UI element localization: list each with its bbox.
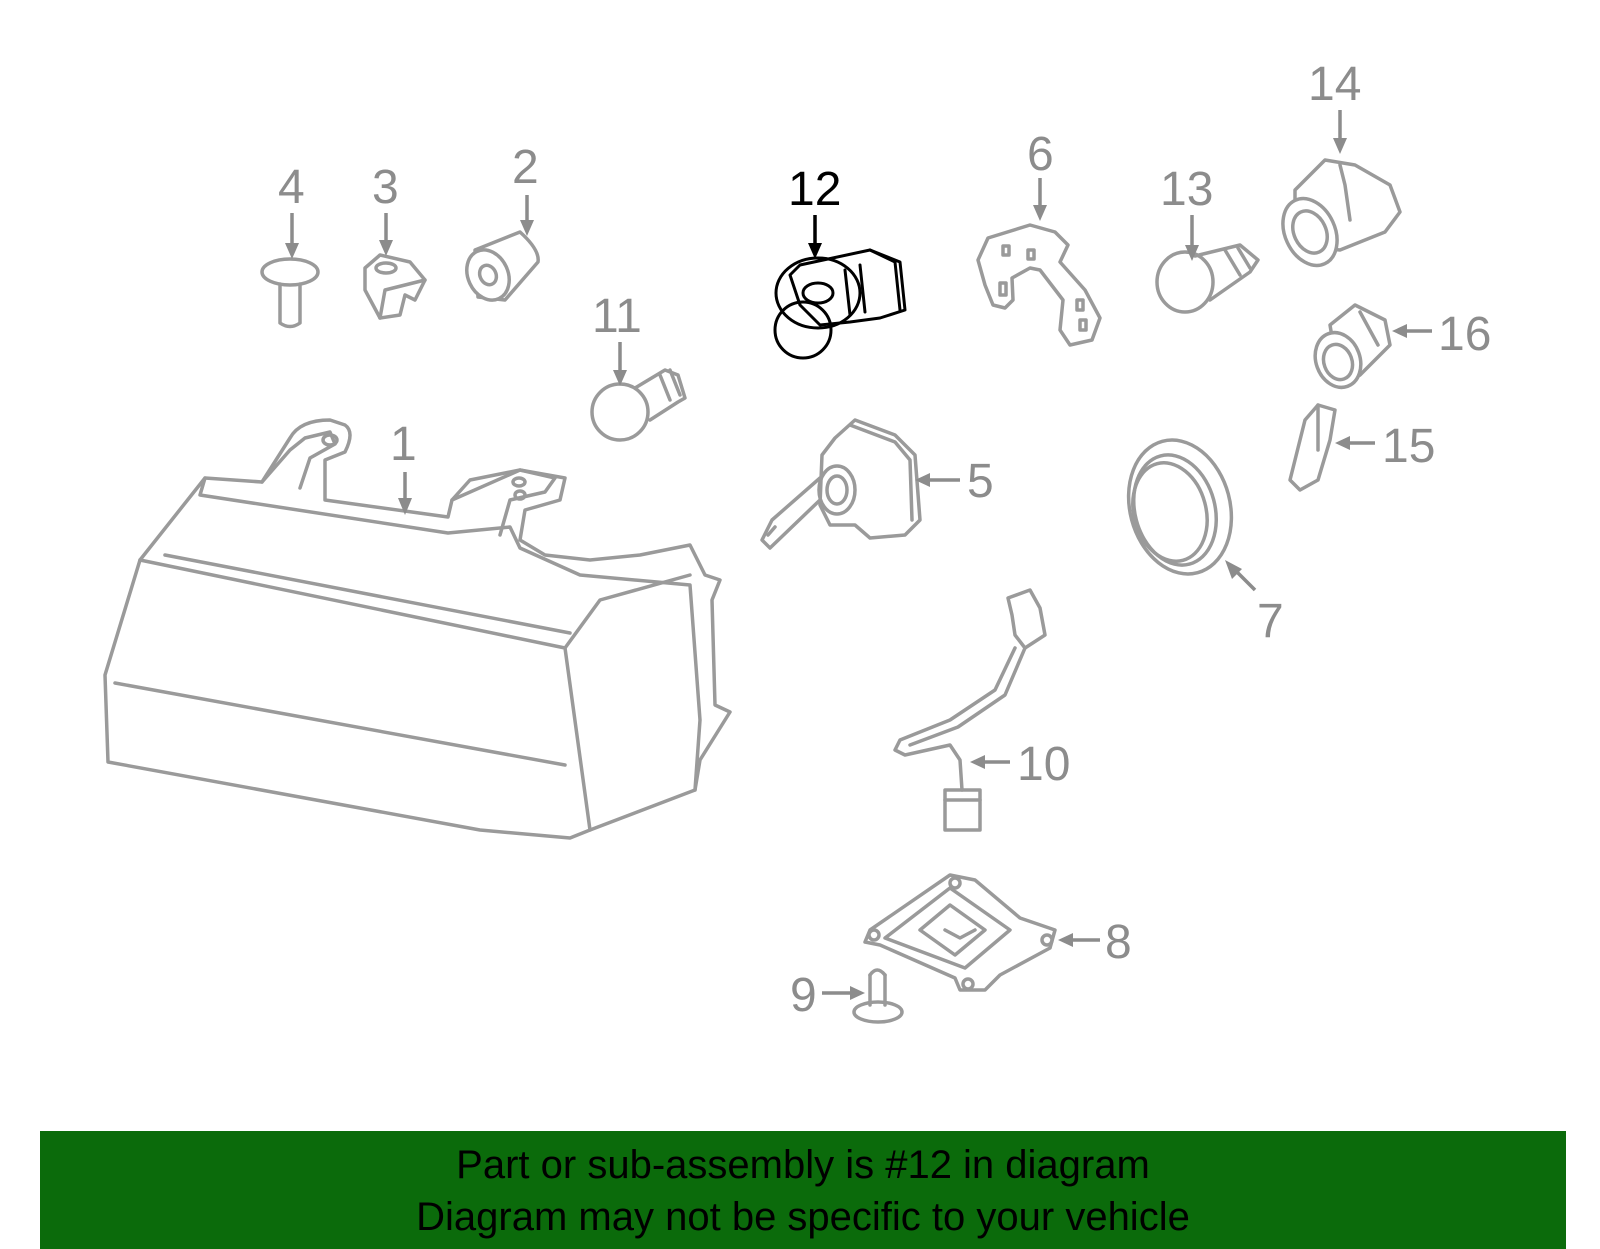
part-11-small-bulb[interactable] (590, 368, 687, 442)
arrow-7 (1225, 560, 1257, 592)
arrow-16 (1392, 324, 1432, 338)
part-13-bulb[interactable] (1155, 243, 1260, 314)
callout-7: 7 (1257, 595, 1284, 648)
socket-flange (774, 256, 862, 330)
socket-front (773, 300, 833, 360)
info-banner: Part or sub-assembly is #12 in diagram D… (40, 1131, 1566, 1249)
callout-11: 11 (592, 290, 642, 343)
banner-line-disclaimer: Diagram may not be specific to your vehi… (416, 1195, 1190, 1239)
arrow-2 (520, 195, 534, 236)
arrow-14 (1333, 110, 1347, 154)
arrow-9 (822, 986, 865, 1000)
part-5-hid-bulb[interactable] (760, 418, 922, 550)
callout-numbers: 1 2 3 4 5 6 7 8 9 10 11 12 13 14 15 16 (278, 58, 1491, 1022)
callout-4: 4 (278, 161, 305, 214)
part-8-ballast[interactable] (863, 873, 1057, 992)
callout-1: 1 (390, 418, 417, 471)
arrow-13 (1185, 215, 1199, 261)
callout-13: 13 (1160, 163, 1213, 216)
part-16-socket[interactable] (1308, 303, 1392, 394)
part-15-wedge-bulb[interactable] (1288, 403, 1337, 492)
part-3-clip-nut[interactable] (363, 253, 427, 320)
arrow-3 (379, 213, 393, 256)
socket-body (788, 248, 907, 327)
callout-3: 3 (372, 161, 399, 214)
leader-arrows (285, 110, 1432, 1000)
arrow-6 (1033, 178, 1047, 221)
part-2-grommet[interactable] (459, 230, 540, 307)
callout-6: 6 (1027, 128, 1054, 181)
arrow-5 (915, 473, 960, 487)
callout-15: 15 (1382, 420, 1435, 473)
callout-8: 8 (1105, 916, 1132, 969)
arrow-8 (1058, 933, 1100, 947)
arrow-15 (1335, 436, 1375, 450)
part-4-push-pin[interactable] (260, 257, 320, 329)
callout-14: 14 (1308, 58, 1361, 111)
part-10-wiring-harness[interactable] (893, 588, 1047, 832)
arrow-11 (613, 342, 627, 386)
arrow-12 (808, 215, 822, 259)
part-14-socket[interactable] (1273, 158, 1402, 274)
callout-2: 2 (512, 141, 539, 194)
part-6-bracket[interactable] (976, 223, 1102, 347)
part-9-bolt[interactable] (852, 968, 904, 1024)
part-1-headlamp-assembly[interactable] (103, 418, 732, 840)
part-7-seal-ring[interactable] (1114, 428, 1246, 585)
callout-9: 9 (790, 969, 817, 1022)
callout-5: 5 (967, 455, 994, 508)
callout-16: 16 (1438, 308, 1491, 361)
callout-12: 12 (788, 163, 841, 216)
arrow-10 (970, 755, 1010, 769)
banner-line-part-number: Part or sub-assembly is #12 in diagram (456, 1143, 1150, 1187)
callout-10: 10 (1017, 738, 1070, 791)
arrow-4 (285, 213, 299, 259)
part-12-bulb-socket[interactable] (773, 248, 907, 360)
arrow-1 (398, 472, 412, 515)
